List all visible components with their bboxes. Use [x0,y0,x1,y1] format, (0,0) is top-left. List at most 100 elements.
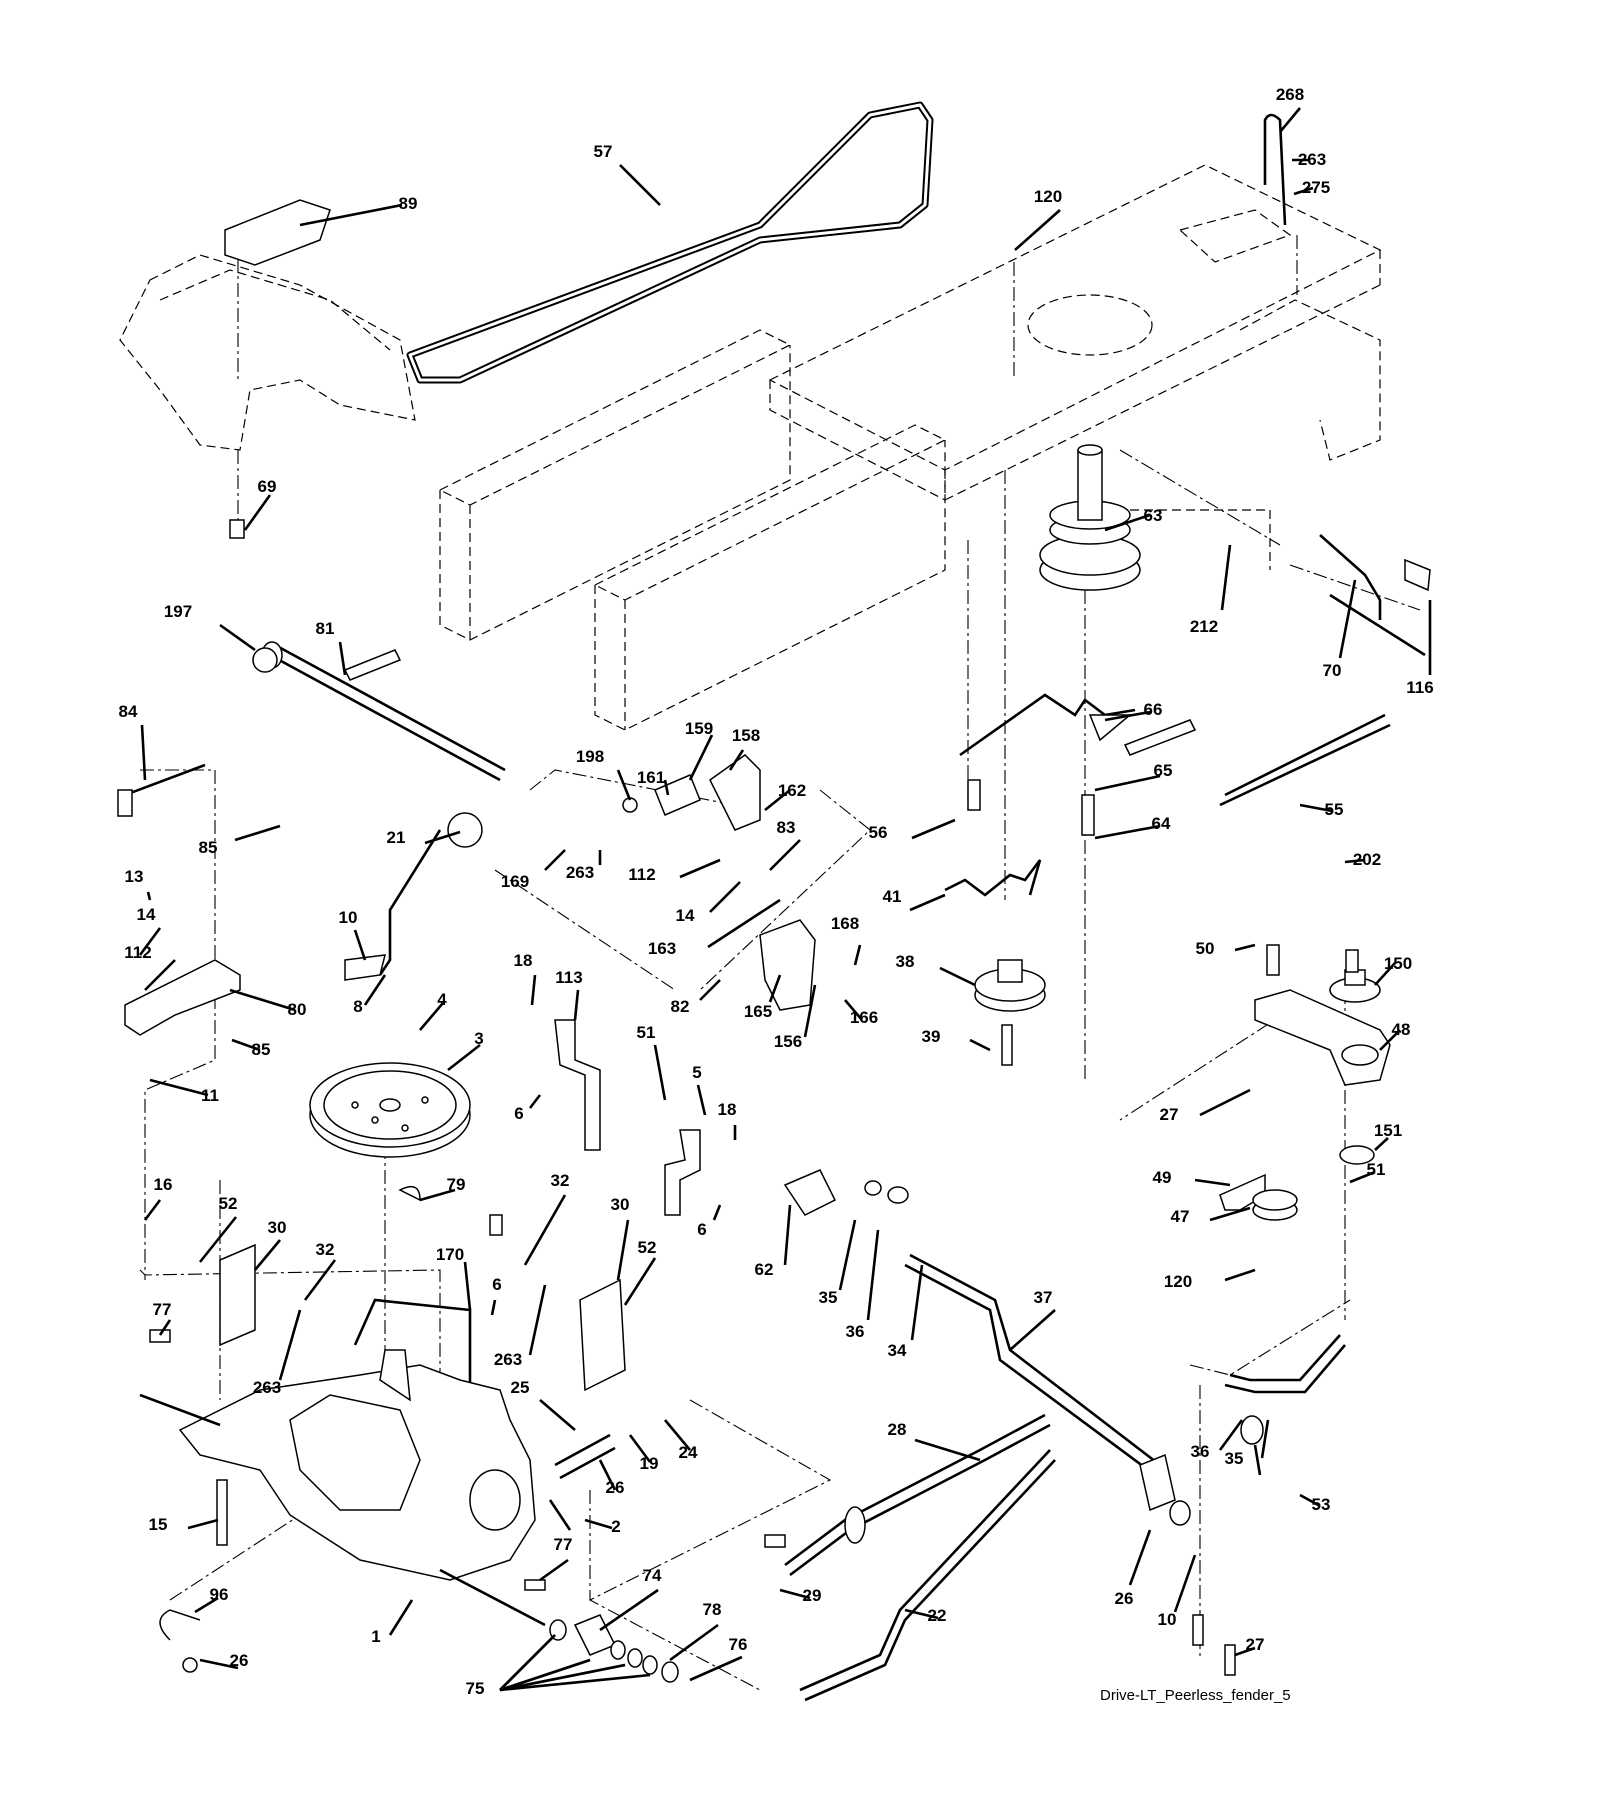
leader-line-63 [1104,513,1151,532]
leader-line-10b [1173,1554,1197,1613]
leader-line-268 [1279,107,1301,133]
leader-line-89 [299,203,403,227]
leader-line-82 [699,979,721,1001]
leader-line-4 [419,1002,444,1031]
callout-label-163: 163 [648,939,676,958]
leader-line-197 [219,623,256,652]
callout-label-53: 53 [1312,1495,1331,1514]
leader-line-75 [499,1663,626,1692]
callout-label-24: 24 [679,1443,698,1462]
callout-label-62: 62 [755,1260,774,1279]
callout-label-89: 89 [399,194,418,213]
callout-label-48: 48 [1392,1020,1411,1039]
callout-label-57: 57 [594,142,613,161]
leader-line-32a [303,1259,337,1301]
callout-label-4: 4 [437,990,447,1009]
leader-line-24 [664,1419,691,1451]
diagram-caption: Drive-LT_Peerless_fender_5 [1100,1687,1291,1704]
callout-label-5: 5 [692,1063,701,1082]
leader-line-198 [616,769,632,801]
callout-label-113: 113 [555,968,582,987]
callout-label-85a: 85 [199,838,218,857]
callout-label-65: 65 [1154,761,1173,780]
leader-line-84 [140,724,147,781]
callout-label-168: 168 [831,914,859,933]
callout-label-78: 78 [703,1600,722,1619]
leader-line-37 [1009,1309,1056,1351]
leader-line-25 [539,1399,576,1431]
callout-label-77a: 77 [153,1300,172,1319]
callout-label-30a: 30 [268,1218,287,1237]
callout-label-6b: 6 [697,1220,706,1239]
callout-label-69: 69 [258,477,277,496]
leader-line-170 [463,1261,472,1311]
leader-line-29 [779,1588,811,1600]
callout-label-165: 165 [744,1002,772,1021]
leader-line-6b [712,1204,722,1221]
callout-label-14b: 14 [137,905,156,924]
leader-line-79 [419,1188,456,1202]
leader-line-47 [1209,1206,1251,1222]
callout-label-16: 16 [154,1175,173,1194]
callout-label-8: 8 [353,997,362,1016]
leader-line-14a [709,881,741,913]
leader-line-150 [1374,962,1396,986]
callout-label-30b: 30 [611,1195,630,1214]
leader-line-65 [1094,774,1161,792]
callout-label-21: 21 [387,828,406,847]
callout-label-85b: 85 [252,1040,271,1059]
leader-line-35a [838,1219,857,1291]
callout-label-156: 156 [774,1032,802,1051]
callout-label-18b: 18 [718,1100,737,1119]
leader-line-212 [1220,544,1232,611]
callout-label-29: 29 [803,1586,822,1605]
leader-line-80 [229,988,296,1012]
leader-line-83 [769,839,801,871]
leader-line-55 [1299,803,1333,813]
leader-line-161 [663,779,670,796]
leader-line-263d [528,1284,547,1356]
leader-line-81 [338,641,347,676]
leader-line-32b [523,1194,567,1266]
callout-label-41: 41 [883,887,902,906]
leader-line-13 [146,891,152,901]
leader-line-165 [768,974,782,1003]
leader-line-156 [803,984,817,1038]
callout-label-6a: 6 [514,1104,523,1123]
leader-line-49 [1194,1178,1231,1187]
callout-label-112b: 112 [124,943,151,962]
leader-line-77a [158,1319,172,1336]
leader-line-151 [1374,1137,1389,1151]
callout-label-56: 56 [869,823,888,842]
leader-line-1 [388,1599,414,1636]
callout-label-76: 76 [729,1635,748,1654]
leader-line-275 [1293,186,1314,196]
leader-line-38 [939,966,976,987]
leader-line-120a [1014,209,1061,251]
leader-line-76 [689,1655,743,1682]
leader-line-16 [143,1199,162,1221]
callout-label-52b: 52 [638,1238,657,1257]
leader-line-162 [764,788,791,812]
leader-line-113 [573,989,580,1021]
leader-line-2 [584,1518,613,1530]
callout-label-169: 169 [501,872,529,891]
leader-line-64 [1094,824,1161,840]
callout-label-159: 159 [685,719,713,738]
leader-line-158 [728,749,745,771]
parts [117,101,1431,1702]
callout-label-197: 197 [164,602,192,621]
callout-label-26b: 26 [1115,1589,1134,1608]
leader-line-263c [278,1309,302,1381]
callout-label-19: 19 [640,1454,659,1473]
leader-line-15 [187,1518,219,1530]
callout-label-275: 275 [1302,178,1330,197]
callout-label-70: 70 [1323,661,1342,680]
leader-line-27a [1199,1088,1251,1117]
callout-label-116: 116 [1406,678,1433,697]
leader-line-41 [909,893,946,912]
leader-line-66 [1104,710,1151,722]
leader-line-39 [969,1038,991,1052]
leader-line-96 [194,1596,219,1614]
